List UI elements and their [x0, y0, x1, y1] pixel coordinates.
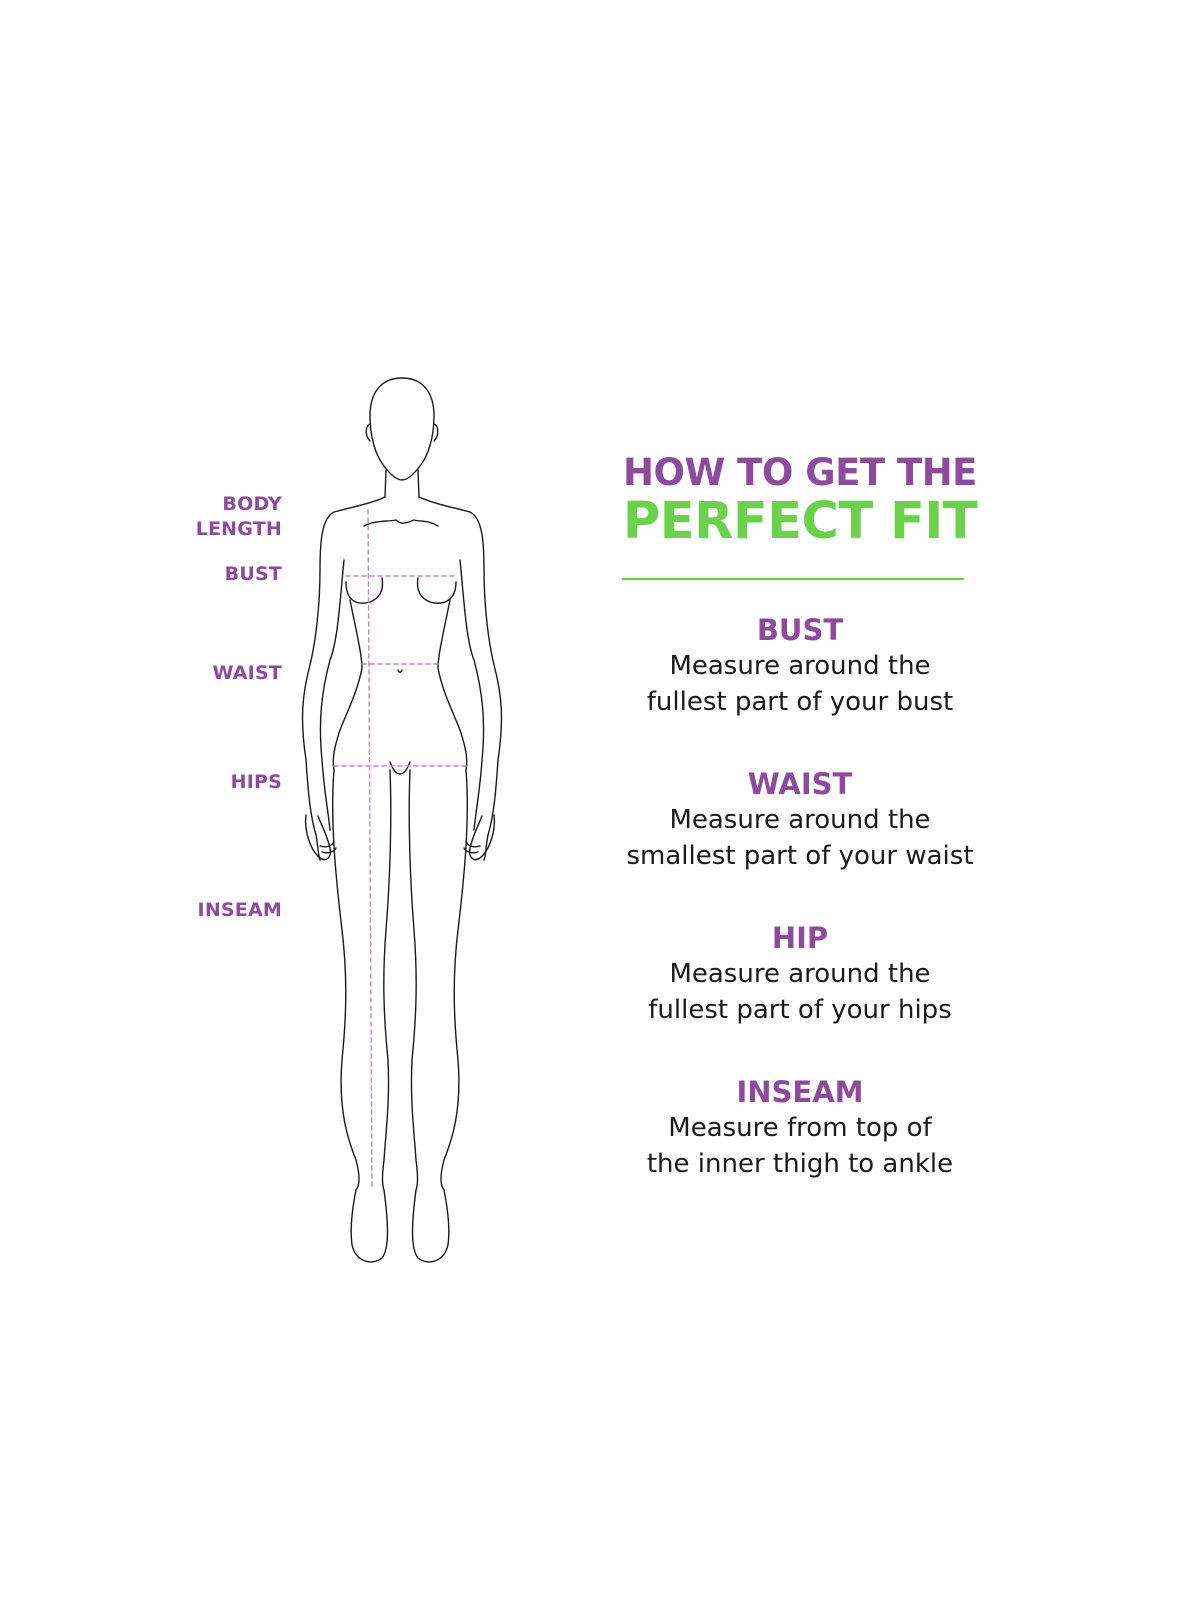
label-body-length: BODY LENGTH	[195, 493, 282, 540]
section-bust: BUST Measure around the fullest part of …	[590, 612, 1010, 720]
inner-arm-right	[459, 559, 485, 831]
section-description: Measure around the smallest part of your…	[626, 805, 974, 871]
left-foot	[350, 1189, 389, 1263]
right-hand	[468, 814, 496, 861]
inner-arm-left	[319, 559, 345, 831]
section-description: Measure around the fullest part of your …	[646, 651, 954, 717]
collarbone	[363, 519, 439, 527]
left-hand	[304, 814, 332, 861]
body-length-line	[367, 509, 373, 1187]
left-leg-outer	[332, 769, 360, 1191]
section-title: HIP	[771, 921, 829, 955]
headline-line-1: HOW TO GET THE	[623, 451, 977, 494]
neck-right	[417, 469, 420, 498]
head-outline	[369, 377, 435, 481]
right-ear-outline	[433, 423, 439, 442]
section-description: Measure around the fullest part of your …	[648, 959, 952, 1025]
section-title: INSEAM	[736, 1075, 864, 1109]
section-hip: HIP Measure around the fullest part of y…	[590, 920, 1010, 1028]
crotch	[389, 761, 411, 775]
section-inseam: INSEAM Measure from top of the inner thi…	[590, 1074, 1010, 1182]
section-waist: WAIST Measure around the smallest part o…	[590, 766, 1010, 874]
section-title: BUST	[756, 613, 844, 647]
torso-left-outline	[301, 496, 386, 861]
right-leg-outer	[440, 769, 468, 1191]
section-title: WAIST	[747, 767, 853, 801]
body-right-outline	[437, 599, 468, 771]
body-left-outline	[332, 599, 363, 771]
label-waist: WAIST	[212, 662, 282, 684]
label-bust: BUST	[224, 563, 282, 585]
left-fingers	[319, 841, 337, 854]
right-fingers	[463, 841, 481, 854]
torso-right-outline	[418, 496, 503, 861]
section-description: Measure from top of the inner thigh to a…	[646, 1113, 954, 1179]
navel	[397, 669, 403, 673]
bust-right	[416, 577, 457, 604]
label-inseam: INSEAM	[197, 899, 282, 921]
headline-line-2: PERFECT FIT	[622, 492, 978, 551]
headline-divider	[622, 578, 964, 580]
bust-left	[345, 577, 384, 604]
left-leg-inner	[381, 769, 392, 1191]
right-foot	[411, 1189, 450, 1263]
left-ear-outline	[365, 423, 371, 442]
right-leg-inner	[408, 769, 419, 1191]
neck-left	[384, 469, 387, 498]
label-hips: HIPS	[230, 771, 282, 793]
